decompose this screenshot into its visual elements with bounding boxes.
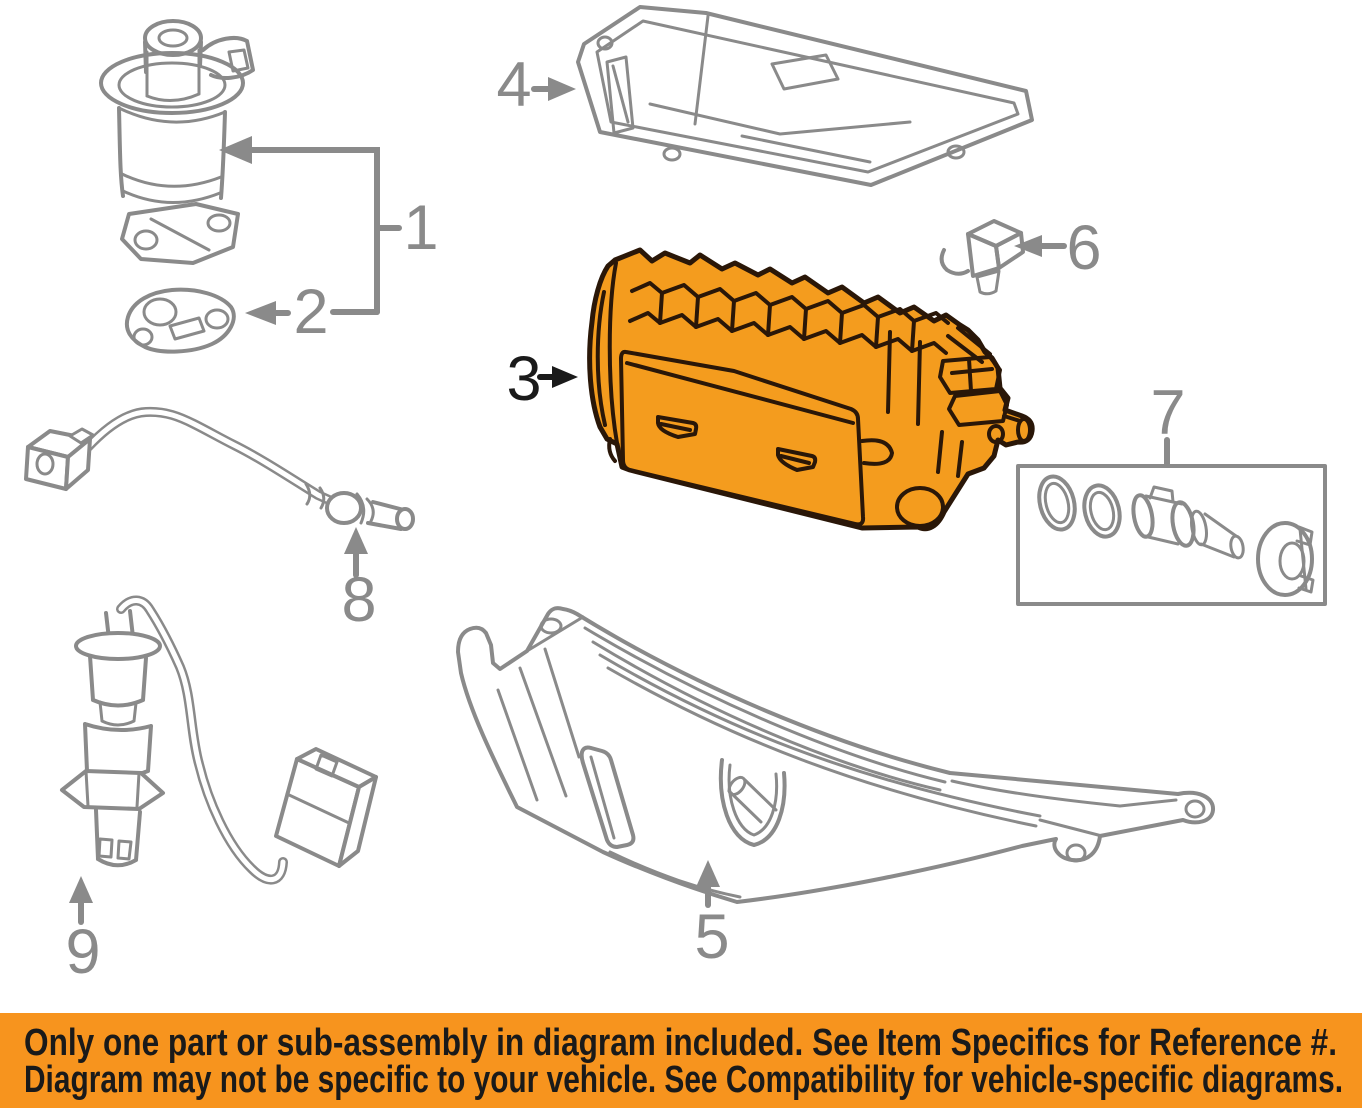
part-8-oxygen-sensor-drawing — [24, 406, 415, 531]
callout-2-label: 2 — [293, 277, 328, 347]
exploded-parts-diagram: 1 2 — [24, 5, 1327, 987]
callout-8-label: 8 — [341, 565, 376, 635]
disclaimer-line-2: Diagram may not be specific to your vehi… — [24, 1059, 1343, 1101]
callout-8: 8 — [341, 527, 377, 635]
callout-6-label: 6 — [1066, 213, 1101, 283]
callout-5: 5 — [694, 860, 730, 972]
callout-7-label: 7 — [1150, 378, 1185, 448]
arrow-up-icon — [69, 876, 93, 903]
part-3-canister-highlighted-drawing — [587, 247, 1035, 532]
part-1-valve-drawing — [99, 19, 255, 265]
part-4-cover-drawing — [576, 5, 1034, 187]
arrow-up-icon — [696, 860, 720, 887]
callout-2: 2 — [245, 277, 380, 347]
arrow-left-icon — [219, 136, 252, 164]
part-6-sensor-drawing — [939, 219, 1025, 296]
callout-4-label: 4 — [496, 50, 531, 120]
callout-7: 7 — [1150, 378, 1186, 467]
callout-3-label: 3 — [506, 344, 541, 414]
part-9-oxygen-sensor-drawing — [60, 595, 378, 885]
callout-6: 6 — [1014, 213, 1102, 283]
part-2-gasket-drawing — [125, 287, 236, 354]
arrow-right-icon — [548, 77, 576, 101]
part-5-skid-plate-drawing — [456, 606, 1215, 904]
callout-9: 9 — [65, 876, 101, 987]
callout-4: 4 — [496, 50, 576, 120]
arrow-right-icon — [552, 366, 578, 388]
arrow-up-icon — [344, 527, 368, 554]
callout-5-label: 5 — [694, 902, 729, 972]
part-7-kit-box-drawing — [1016, 464, 1327, 606]
callout-9-label: 9 — [65, 917, 100, 987]
arrow-left-icon — [245, 301, 276, 325]
arrow-left-icon — [1014, 235, 1042, 257]
callout-3: 3 — [506, 344, 578, 414]
callout-1: 1 — [219, 136, 439, 315]
disclaimer-banner: Only one part or sub-assembly in diagram… — [0, 1013, 1362, 1108]
disclaimer-line-1: Only one part or sub-assembly in diagram… — [24, 1022, 1337, 1064]
callout-1-label: 1 — [403, 193, 438, 263]
